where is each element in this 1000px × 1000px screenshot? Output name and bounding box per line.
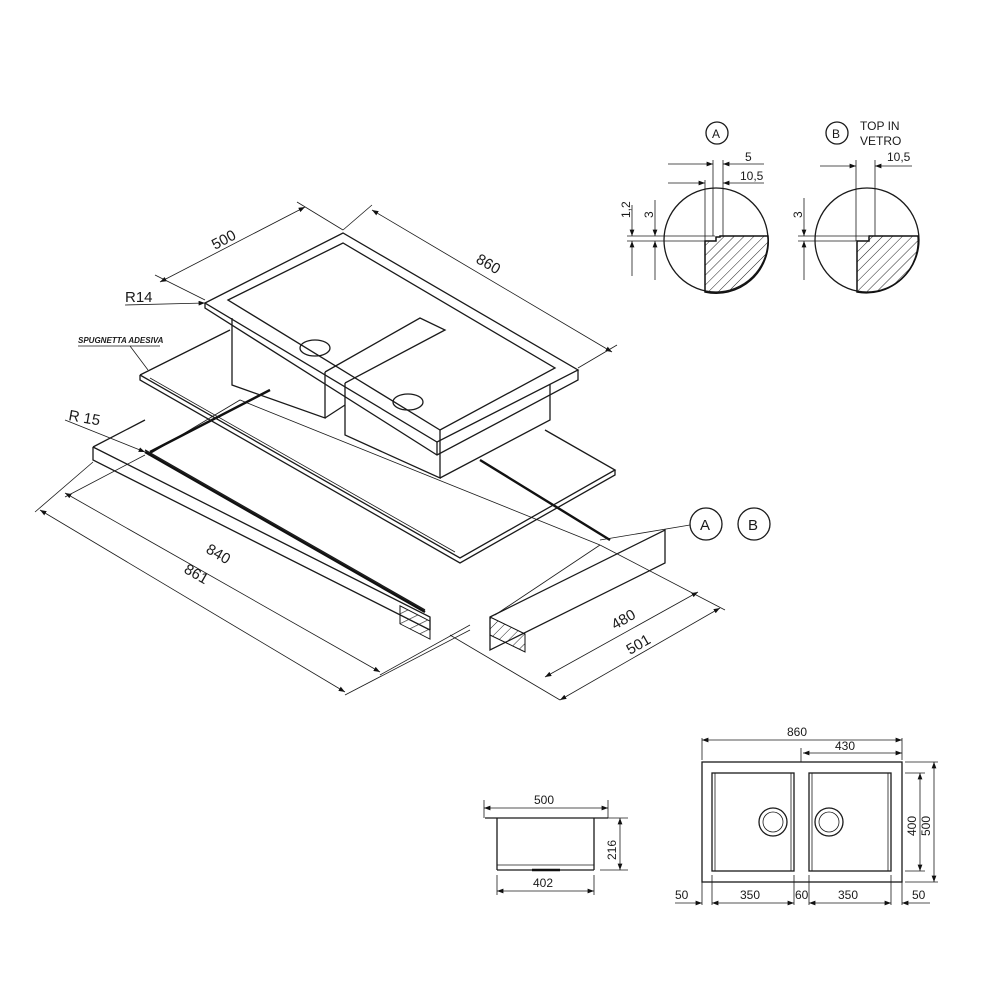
detail-b-label: B	[832, 127, 840, 141]
callout-b-label: B	[748, 517, 758, 534]
side-dim-500: 500	[534, 793, 554, 807]
worktop-section-hatch-left	[399, 605, 431, 640]
plan-view: 860 430 400 500 50 350 60 350	[675, 725, 938, 906]
plan-drain-right	[814, 807, 844, 837]
dim-501: 501	[624, 631, 654, 658]
detail-b-note-2: VETRO	[860, 134, 901, 148]
plan-dim-50-left: 50	[675, 888, 689, 902]
plan-dim-430: 430	[835, 739, 855, 753]
callout-a	[689, 507, 723, 541]
detail-b-note-1: TOP IN	[860, 119, 900, 133]
detail-a-dim-3: 3	[642, 211, 656, 218]
callout-b	[737, 507, 771, 541]
plan-dim-400: 400	[905, 816, 919, 836]
dim-861: 861	[181, 561, 211, 588]
plan-dim-860: 860	[787, 725, 807, 739]
plan-dim-350-left: 350	[740, 888, 760, 902]
plan-drain-left	[758, 807, 788, 837]
isometric-view: 500 860 R14 SPUGNETTA ADESIVA R 15 840 8…	[34, 201, 771, 701]
worktop-section-hatch-right	[489, 616, 526, 653]
detail-b-dim-10-5: 10,5	[887, 150, 911, 164]
side-dim-216: 216	[605, 840, 619, 860]
worktop	[92, 388, 666, 653]
label-sponge: SPUGNETTA ADESIVA	[78, 336, 164, 345]
dim-860: 860	[473, 251, 503, 278]
iso-dimensions: 500 860 R14 SPUGNETTA ADESIVA R 15 840 8…	[34, 201, 771, 701]
drain-left	[299, 339, 331, 357]
callout-a-label: A	[700, 517, 710, 534]
label-r14: R14	[125, 289, 153, 306]
detail-a-dim-1-2: 1,2	[619, 201, 633, 218]
plan-dim-500: 500	[919, 816, 933, 836]
plan-dim-50-right: 50	[912, 888, 926, 902]
detail-a-dim-5: 5	[745, 150, 752, 164]
label-r15: R 15	[67, 407, 101, 429]
side-view: 500 216 402	[483, 793, 628, 895]
dim-840: 840	[203, 541, 233, 568]
side-dim-402: 402	[533, 876, 553, 890]
detail-b-dim-3: 3	[791, 211, 805, 218]
plan-dim-60: 60	[795, 888, 809, 902]
detail-b: B TOP IN VETRO 10,5 3	[791, 119, 920, 294]
detail-a-label: A	[712, 127, 720, 141]
dim-500: 500	[209, 227, 239, 254]
detail-a-dim-10-5: 10,5	[740, 169, 764, 183]
dim-480: 480	[609, 606, 639, 633]
plan-dim-350-right: 350	[838, 888, 858, 902]
drain-right	[392, 393, 424, 411]
glass-top	[139, 329, 617, 564]
detail-a: A 5 10,5 1,2 3	[619, 121, 770, 294]
